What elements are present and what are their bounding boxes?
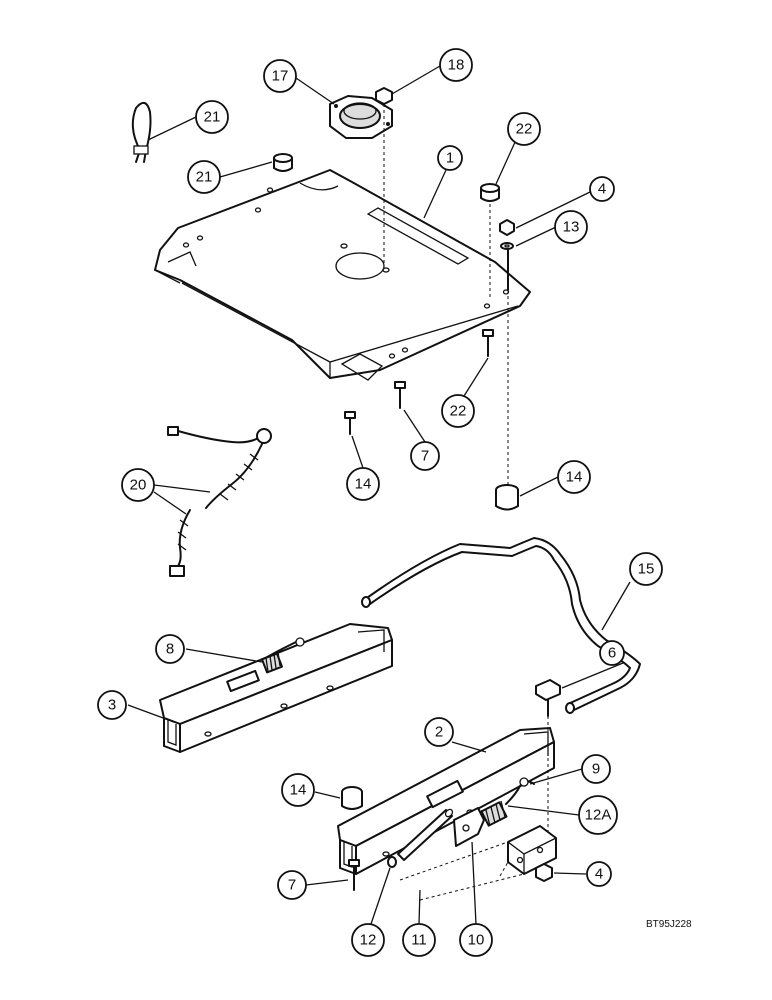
svg-text:12: 12 bbox=[360, 932, 377, 949]
cable-tie bbox=[131, 101, 152, 163]
svg-text:12A: 12A bbox=[585, 807, 612, 824]
spacer-14-upper bbox=[495, 484, 519, 511]
svg-text:4: 4 bbox=[598, 181, 606, 198]
svg-text:15: 15 bbox=[638, 561, 655, 578]
svg-text:14: 14 bbox=[355, 476, 372, 493]
bolt-16 bbox=[344, 411, 356, 435]
callout-11: 11 bbox=[402, 923, 436, 957]
leader-lines bbox=[127, 65, 631, 925]
svg-text:22: 22 bbox=[516, 121, 533, 138]
svg-text:14: 14 bbox=[566, 469, 583, 486]
latch-spring-right bbox=[480, 777, 535, 827]
callout-17: 17 bbox=[263, 59, 297, 93]
svg-text:13: 13 bbox=[563, 219, 580, 236]
washer-13 bbox=[500, 242, 514, 250]
callout-3: 3 bbox=[97, 690, 127, 720]
callout-18: 18 bbox=[439, 48, 473, 82]
svg-text:8: 8 bbox=[166, 641, 174, 658]
svg-text:11: 11 bbox=[411, 932, 427, 949]
callout-20: 21 bbox=[195, 100, 229, 134]
svg-text:7: 7 bbox=[288, 877, 296, 894]
callout-7-upper: 7 bbox=[410, 441, 440, 471]
svg-text:14: 14 bbox=[290, 782, 307, 799]
nut-4-lower bbox=[535, 863, 553, 882]
callout-4-upper: 4 bbox=[589, 176, 615, 202]
pivot-bearing bbox=[329, 95, 393, 139]
callout-12a: 12A bbox=[578, 795, 618, 835]
callout-21-left: 21 bbox=[187, 160, 221, 194]
svg-text:17: 17 bbox=[272, 68, 289, 85]
latch-bracket bbox=[453, 807, 485, 847]
callout-12: 12 bbox=[351, 923, 385, 957]
wiring-harness bbox=[167, 426, 272, 577]
callout-7-lower: 7 bbox=[277, 870, 307, 900]
nut-4-upper bbox=[499, 219, 515, 236]
bolt-22 bbox=[482, 329, 494, 357]
seat-slide-rail-left bbox=[159, 623, 393, 753]
callout-15: 15 bbox=[629, 552, 663, 586]
latch-spring-left bbox=[261, 637, 305, 674]
svg-text:22: 22 bbox=[450, 403, 467, 420]
callout-13: 13 bbox=[554, 210, 588, 244]
callout-14-upper: 14 bbox=[557, 460, 591, 494]
callout-22: 22 bbox=[441, 394, 475, 428]
release-handle-rod bbox=[361, 537, 641, 714]
svg-text:2: 2 bbox=[435, 724, 443, 741]
bolt-7-upper bbox=[394, 381, 406, 409]
svg-text:1: 1 bbox=[446, 150, 454, 167]
svg-text:3: 3 bbox=[108, 697, 116, 714]
svg-text:6: 6 bbox=[608, 645, 616, 662]
grommet-21-right bbox=[480, 183, 500, 202]
grommet-21-left bbox=[273, 153, 293, 172]
callout-1: 1 bbox=[437, 145, 463, 171]
callout-9: 9 bbox=[581, 754, 611, 784]
callout-19: 20 bbox=[121, 468, 155, 502]
callout-21-right: 22 bbox=[507, 112, 541, 146]
svg-text:21: 21 bbox=[196, 169, 213, 186]
reference-code: BT95J228 bbox=[646, 919, 692, 930]
nut-18 bbox=[375, 87, 393, 105]
seat-mounting-plate bbox=[154, 169, 531, 381]
mounting-block bbox=[507, 825, 557, 875]
svg-text:10: 10 bbox=[468, 932, 485, 949]
seat-slide-rail-right bbox=[337, 727, 555, 875]
svg-text:4: 4 bbox=[595, 866, 603, 883]
clip-12 bbox=[387, 856, 397, 868]
callout-8: 8 bbox=[155, 634, 185, 664]
svg-text:7: 7 bbox=[421, 448, 429, 465]
svg-text:18: 18 bbox=[448, 57, 465, 74]
svg-text:21: 21 bbox=[204, 109, 221, 126]
spacer-14-lower bbox=[341, 786, 363, 810]
carriage-bolt-6 bbox=[535, 679, 561, 717]
callout-14-lower: 14 bbox=[281, 773, 315, 807]
bolt-7-lower bbox=[348, 859, 360, 891]
callout-10: 10 bbox=[459, 923, 493, 957]
pin-11 bbox=[397, 808, 454, 861]
callout-16: 14 bbox=[346, 467, 380, 501]
callout-6: 6 bbox=[599, 640, 625, 666]
svg-text:9: 9 bbox=[592, 761, 600, 778]
svg-text:20: 20 bbox=[130, 477, 147, 494]
callout-4-lower: 4 bbox=[586, 861, 612, 887]
callout-2: 2 bbox=[424, 717, 454, 747]
